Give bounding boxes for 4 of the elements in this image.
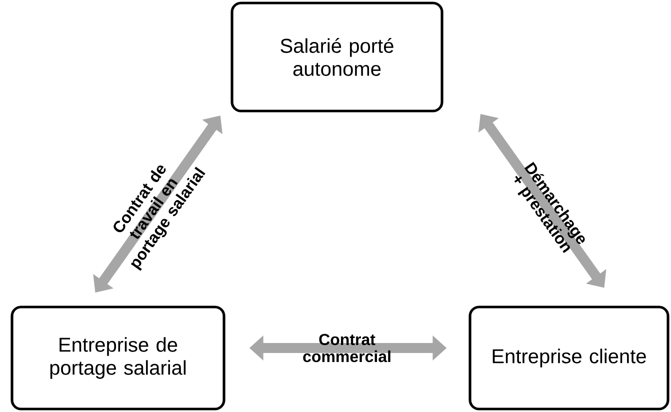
process-box: Salarié porté autonome <box>230 2 444 112</box>
edge-label: Contrat commercial <box>303 334 390 362</box>
process-box: Entreprise de portage salarial <box>10 306 226 410</box>
process-box: Entreprise cliente <box>468 306 670 410</box>
